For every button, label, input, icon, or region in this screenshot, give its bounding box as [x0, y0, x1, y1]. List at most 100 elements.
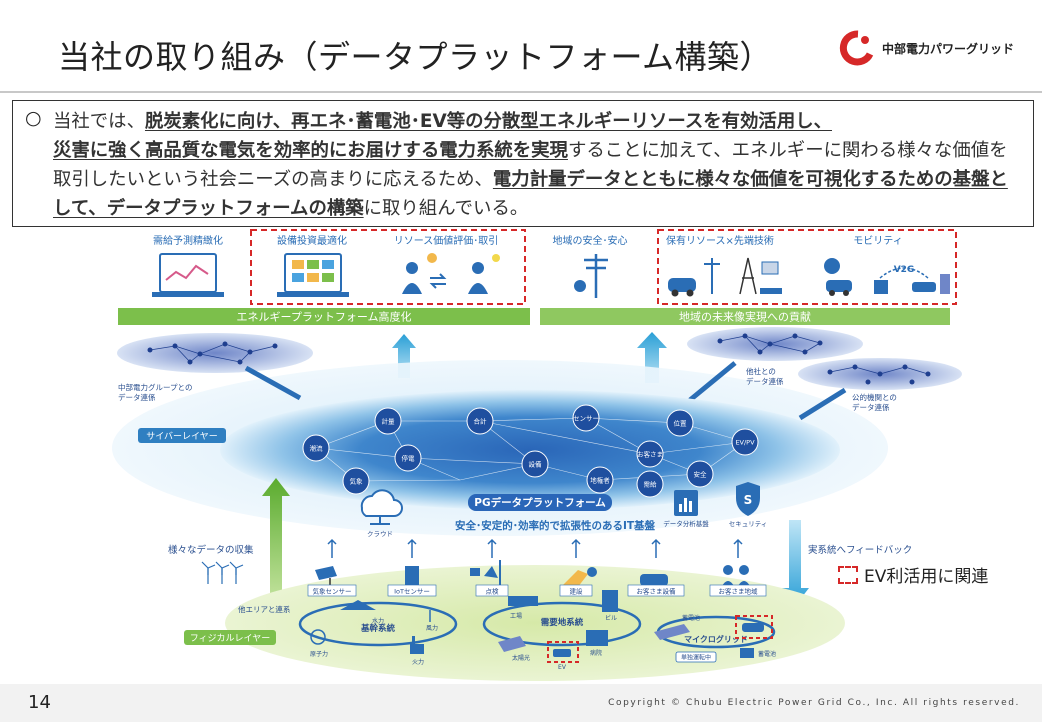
- label-customer-area: お客さま地域: [719, 587, 759, 596]
- trading-people-icon: [402, 253, 500, 294]
- arrow-feedback: [781, 520, 809, 606]
- cyber-layer-tag: [138, 428, 226, 443]
- diagram-svg: 需給予測精緻化 設備投資最適化 リソース価値評価･取引: [112, 229, 962, 681]
- resource-tech-icon: [668, 257, 782, 297]
- platform-tagline: 安全･安定的･効率的で拡張性のあるIT基盤: [455, 519, 656, 532]
- cyber-node-label: 合計: [474, 417, 488, 426]
- cyber-node-label: 潮流: [310, 444, 324, 453]
- physical-item-labels: 気象センサー IoTセンサー 点検 建設 お客さま設備 お客さま地域: [307, 584, 767, 597]
- label-demand-grid: 需要地系統: [541, 617, 584, 628]
- platform-name: PGデータプラットフォーム: [474, 496, 606, 509]
- cyber-node-label: 位置: [674, 419, 688, 428]
- label-public-link: 公的機関とのデータ連係: [852, 392, 897, 412]
- label-investment-opt: 設備投資最適化: [277, 234, 347, 247]
- legend-dashed-box-icon: [838, 565, 858, 584]
- cyber-node-label: 設備: [529, 460, 543, 469]
- cyber-node: [572, 404, 600, 432]
- cyber-node: [636, 440, 664, 468]
- company-logo: 中部電力パワーグリッド: [836, 28, 1014, 68]
- cyber-node-label: お客さま: [637, 450, 663, 459]
- label-hydro: 水力: [372, 617, 384, 625]
- physical-devices: [315, 560, 752, 592]
- label-owned-resources: 保有リソース×先端技術: [666, 234, 774, 247]
- label-ev: EV: [558, 664, 567, 671]
- arrow-data-collection: [262, 478, 290, 608]
- cyber-node: [374, 407, 402, 435]
- label-backbone: 基幹系統: [360, 623, 396, 634]
- copyright: Copyright © Chubu Electric Power Grid Co…: [608, 698, 1020, 708]
- label-battery: 蓄電池: [758, 650, 776, 658]
- label-mobility: モビリティ: [853, 235, 902, 247]
- label-analysis: データ分析基盤: [663, 519, 709, 528]
- title-divider: [0, 91, 1042, 93]
- cloud-group-link: [117, 333, 313, 373]
- cyber-node-label: EV/PV: [735, 439, 755, 447]
- page-number: 14: [28, 692, 51, 713]
- cyber-node: [636, 470, 664, 498]
- cyber-node: [394, 444, 422, 472]
- cyber-node: [302, 434, 330, 462]
- label-island: 単独運転中: [681, 654, 711, 662]
- label-demand-forecast: 需給予測精緻化: [153, 234, 223, 247]
- arrow-group-link: [244, 365, 302, 401]
- label-nuclear: 原子力: [310, 650, 328, 658]
- legend-text: EV利活用に関連: [864, 567, 989, 587]
- label-solar: 太陽光: [512, 654, 530, 662]
- cyber-node: [342, 467, 370, 495]
- band-energy-platform-text: エネルギープラットフォーム高度化: [236, 310, 411, 324]
- logo-text: 中部電力パワーグリッド: [882, 41, 1015, 56]
- bullet-circle-icon: ○: [25, 107, 42, 129]
- label-other-area: 他エリアと連系: [238, 604, 291, 614]
- laptop-chart-icon: [152, 253, 224, 297]
- label-security: セキュリティ: [729, 520, 768, 528]
- ev-highlight-frame-2: [657, 229, 957, 305]
- cloud-other-company: [687, 327, 863, 361]
- physical-layer-label: フィジカルレイヤー: [190, 633, 271, 644]
- grid-ring-backbone: [298, 601, 458, 647]
- cyber-node-label: 停電: [402, 454, 416, 463]
- logo-mark-icon: [839, 30, 874, 66]
- arrow-public-link: [798, 387, 847, 421]
- laptop-grid-icon: [277, 253, 349, 297]
- label-group-link: 中部電力グループとのデータ連係: [118, 382, 192, 402]
- label-wind: 風力: [426, 624, 438, 632]
- utility-pole-icon: [574, 254, 608, 298]
- label-micro-grid: マイクログリッド: [684, 634, 748, 644]
- label-customer-equipment: お客さま設備: [637, 587, 677, 596]
- cyber-node-label: 安全: [694, 470, 708, 479]
- mobility-icon: V2G: [824, 258, 950, 296]
- physical-uplinks: [327, 538, 743, 558]
- v2g-label: V2G: [894, 265, 915, 275]
- facility-icons: 水力 原子力 火力 風力 工場 ビル 太陽光 病院 蓄電池 蓄電池: [310, 590, 776, 666]
- arrow-up-right: [637, 332, 667, 383]
- cyber-node: [521, 450, 549, 478]
- footer: 14 Copyright © Chubu Electric Power Grid…: [0, 684, 1042, 722]
- label-storage: 蓄電池: [682, 614, 700, 622]
- cyber-node-label: 計量: [382, 417, 396, 426]
- label-iot-sensor: IoTセンサー: [394, 588, 430, 596]
- platform-pill: [468, 494, 612, 511]
- band-regional-future-text: 地域の未来像実現への貢献: [679, 310, 811, 324]
- cyber-node-label: 気象: [350, 477, 364, 486]
- label-factory: 工場: [510, 612, 522, 620]
- legend: EV利活用に関連: [838, 562, 988, 587]
- ev-highlight-frame-4: [735, 615, 773, 639]
- label-resource-value: リソース価値評価･取引: [394, 234, 499, 247]
- label-regional-safety: 地域の安全･安心: [553, 234, 628, 247]
- cyber-node: [731, 428, 759, 456]
- ev-highlight-frame-1: [250, 229, 526, 305]
- analysis-icon: [674, 490, 698, 516]
- label-cloud: クラウド: [367, 530, 393, 538]
- page-title: 当社の取り組み（データプラットフォーム構築）: [58, 38, 773, 76]
- label-feedback: 実系統へフィードバック: [808, 544, 912, 556]
- cyber-node: [666, 409, 694, 437]
- grid-ring-demand: [482, 601, 642, 647]
- cyber-nodes: 計量合計センサー位置需給EV/PV停電気象お客さま潮流設備地権者安全: [302, 404, 759, 498]
- cyber-node: [586, 466, 614, 494]
- label-building: ビル: [605, 614, 617, 622]
- ev-car-icon: [553, 649, 571, 657]
- physical-layer-tag: [184, 630, 276, 645]
- security-shield-icon: S: [736, 482, 760, 516]
- label-construction: 建設: [570, 587, 584, 596]
- cyber-node: [466, 407, 494, 435]
